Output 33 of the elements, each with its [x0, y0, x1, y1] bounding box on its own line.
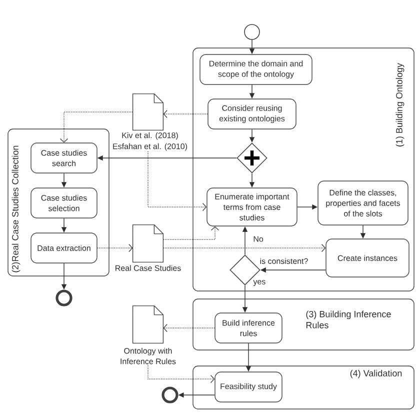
- lane-title: (4) Validation: [350, 370, 402, 378]
- task-box: Determine the domain and scope of the ontology: [200, 54, 312, 85]
- lane-title: (3) Building Inference Rules: [306, 310, 391, 328]
- question-label: is consistent?: [260, 258, 308, 264]
- edge-label: yes: [252, 279, 267, 287]
- lane-title: (1) Building Ontology: [396, 63, 404, 146]
- task-box: Case studies selection: [30, 188, 98, 218]
- document-label: Ontology with Inference Rules: [120, 348, 176, 364]
- dotted-arrow: [162, 244, 326, 252]
- document-label: Kiv et al. (2018): [122, 132, 178, 140]
- task-box: Case studies search: [30, 142, 98, 174]
- dotted-arrow: [148, 364, 215, 384]
- task-box: Data extraction: [30, 232, 98, 264]
- task-box: Define the classes, properties and facets of the slots: [318, 180, 408, 226]
- dotted-arrow: [163, 110, 208, 118]
- task-box: Create instances: [326, 238, 410, 278]
- gateway-diamond: [236, 142, 268, 174]
- start-circle: [244, 24, 260, 40]
- task-box: Feasibility study: [214, 372, 282, 402]
- task-box: Enumerate important terms from case studies: [206, 188, 298, 226]
- edge-label: No: [252, 235, 264, 243]
- end-circle: [162, 386, 178, 404]
- dotted-arrow: [97, 244, 133, 252]
- end-circle: [56, 290, 72, 306]
- document-label: Real Case Studies: [116, 265, 181, 271]
- dotted-arrow: [60, 112, 134, 143]
- lane-title: (2)Real Case Studies Collection: [12, 146, 20, 272]
- task-box: Build inference rules: [214, 312, 282, 344]
- dotted-arrow: [148, 151, 207, 212]
- dotted-arrow: [162, 226, 220, 240]
- dotted-arrow: [163, 324, 215, 332]
- task-box: Consider reusing existing ontologies: [208, 98, 296, 130]
- document-label: Esfahan et al. (2010): [113, 143, 187, 151]
